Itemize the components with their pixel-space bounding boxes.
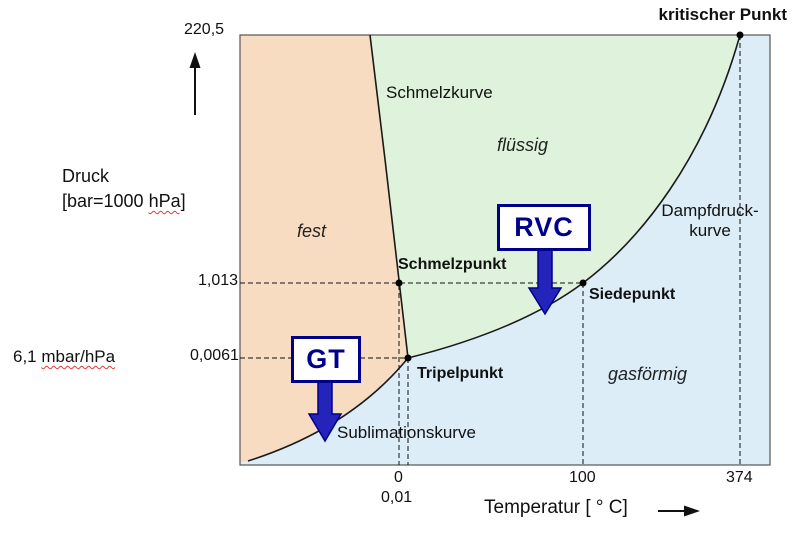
region-liquid-label: flüssig: [497, 135, 549, 155]
gt-down-arrow-icon: [307, 380, 343, 443]
region-liquid: [370, 35, 740, 358]
boiling-point-label: Siedepunkt: [589, 286, 676, 303]
x-axis-arrow-icon: [658, 505, 700, 517]
rvc-annotation-box: RVC: [497, 204, 591, 251]
x-axis-title: Temperatur [ ° C]: [484, 497, 628, 518]
vapor-curve-label-line2: kurve: [689, 220, 731, 240]
melting-curve: [369, 34, 409, 359]
y-axis-unit-prefix: [bar=1000: [62, 191, 149, 211]
pressure-note: 6,1 mbar/hPa: [13, 347, 115, 367]
pressure-note-unit: mbar/hPa: [41, 347, 116, 366]
y-tick-0-0061: 0,0061: [190, 347, 239, 364]
y-axis-arrow-icon: [189, 52, 201, 115]
vapor-pressure-curve: [407, 34, 741, 359]
y-tick-220-5: 220,5: [184, 21, 225, 38]
x-tick-374: 374: [726, 469, 753, 486]
triple-point-dot: [404, 354, 412, 362]
sublimation-curve: [247, 357, 409, 462]
melting-curve-label: Schmelzkurve: [386, 83, 493, 102]
x-tick-0: 0: [394, 469, 403, 486]
y-tick-1-013: 1,013: [198, 272, 239, 289]
boiling-point-dot: [579, 279, 587, 287]
sublimation-curve-label: Sublimationskurve: [337, 423, 476, 442]
pressure-note-value: 6,1: [13, 347, 42, 366]
region-gas-label: gasförmig: [608, 364, 688, 384]
region-solid-label: fest: [297, 221, 327, 241]
melting-point-dot: [395, 279, 403, 287]
melting-point-label: Schmelzpunkt: [398, 256, 507, 273]
rvc-down-arrow-icon: [527, 249, 563, 316]
y-axis-title: Druck: [62, 166, 110, 186]
y-axis-unit: [bar=1000 hPa]: [62, 191, 186, 212]
vapor-curve-label: Dampfdruck-kurve: [652, 201, 768, 240]
plot-border: [239, 34, 771, 466]
rvc-annotation-label: RVC: [514, 212, 574, 242]
region-gas: [240, 35, 770, 465]
critical-point-dot: [736, 31, 744, 39]
vapor-curve-label-line1: Dampfdruck-: [661, 201, 759, 220]
triple-point-label: Tripelpunkt: [417, 365, 504, 382]
y-axis-unit-hpa: hPa]: [148, 191, 186, 211]
x-tick-100: 100: [569, 469, 596, 486]
gt-annotation-box: GT: [291, 336, 361, 383]
gt-annotation-label: GT: [306, 344, 346, 374]
region-solid: [240, 35, 408, 463]
x-tick-0-01: 0,01: [381, 489, 413, 506]
critical-point-label: kritischer Punkt: [658, 5, 788, 24]
